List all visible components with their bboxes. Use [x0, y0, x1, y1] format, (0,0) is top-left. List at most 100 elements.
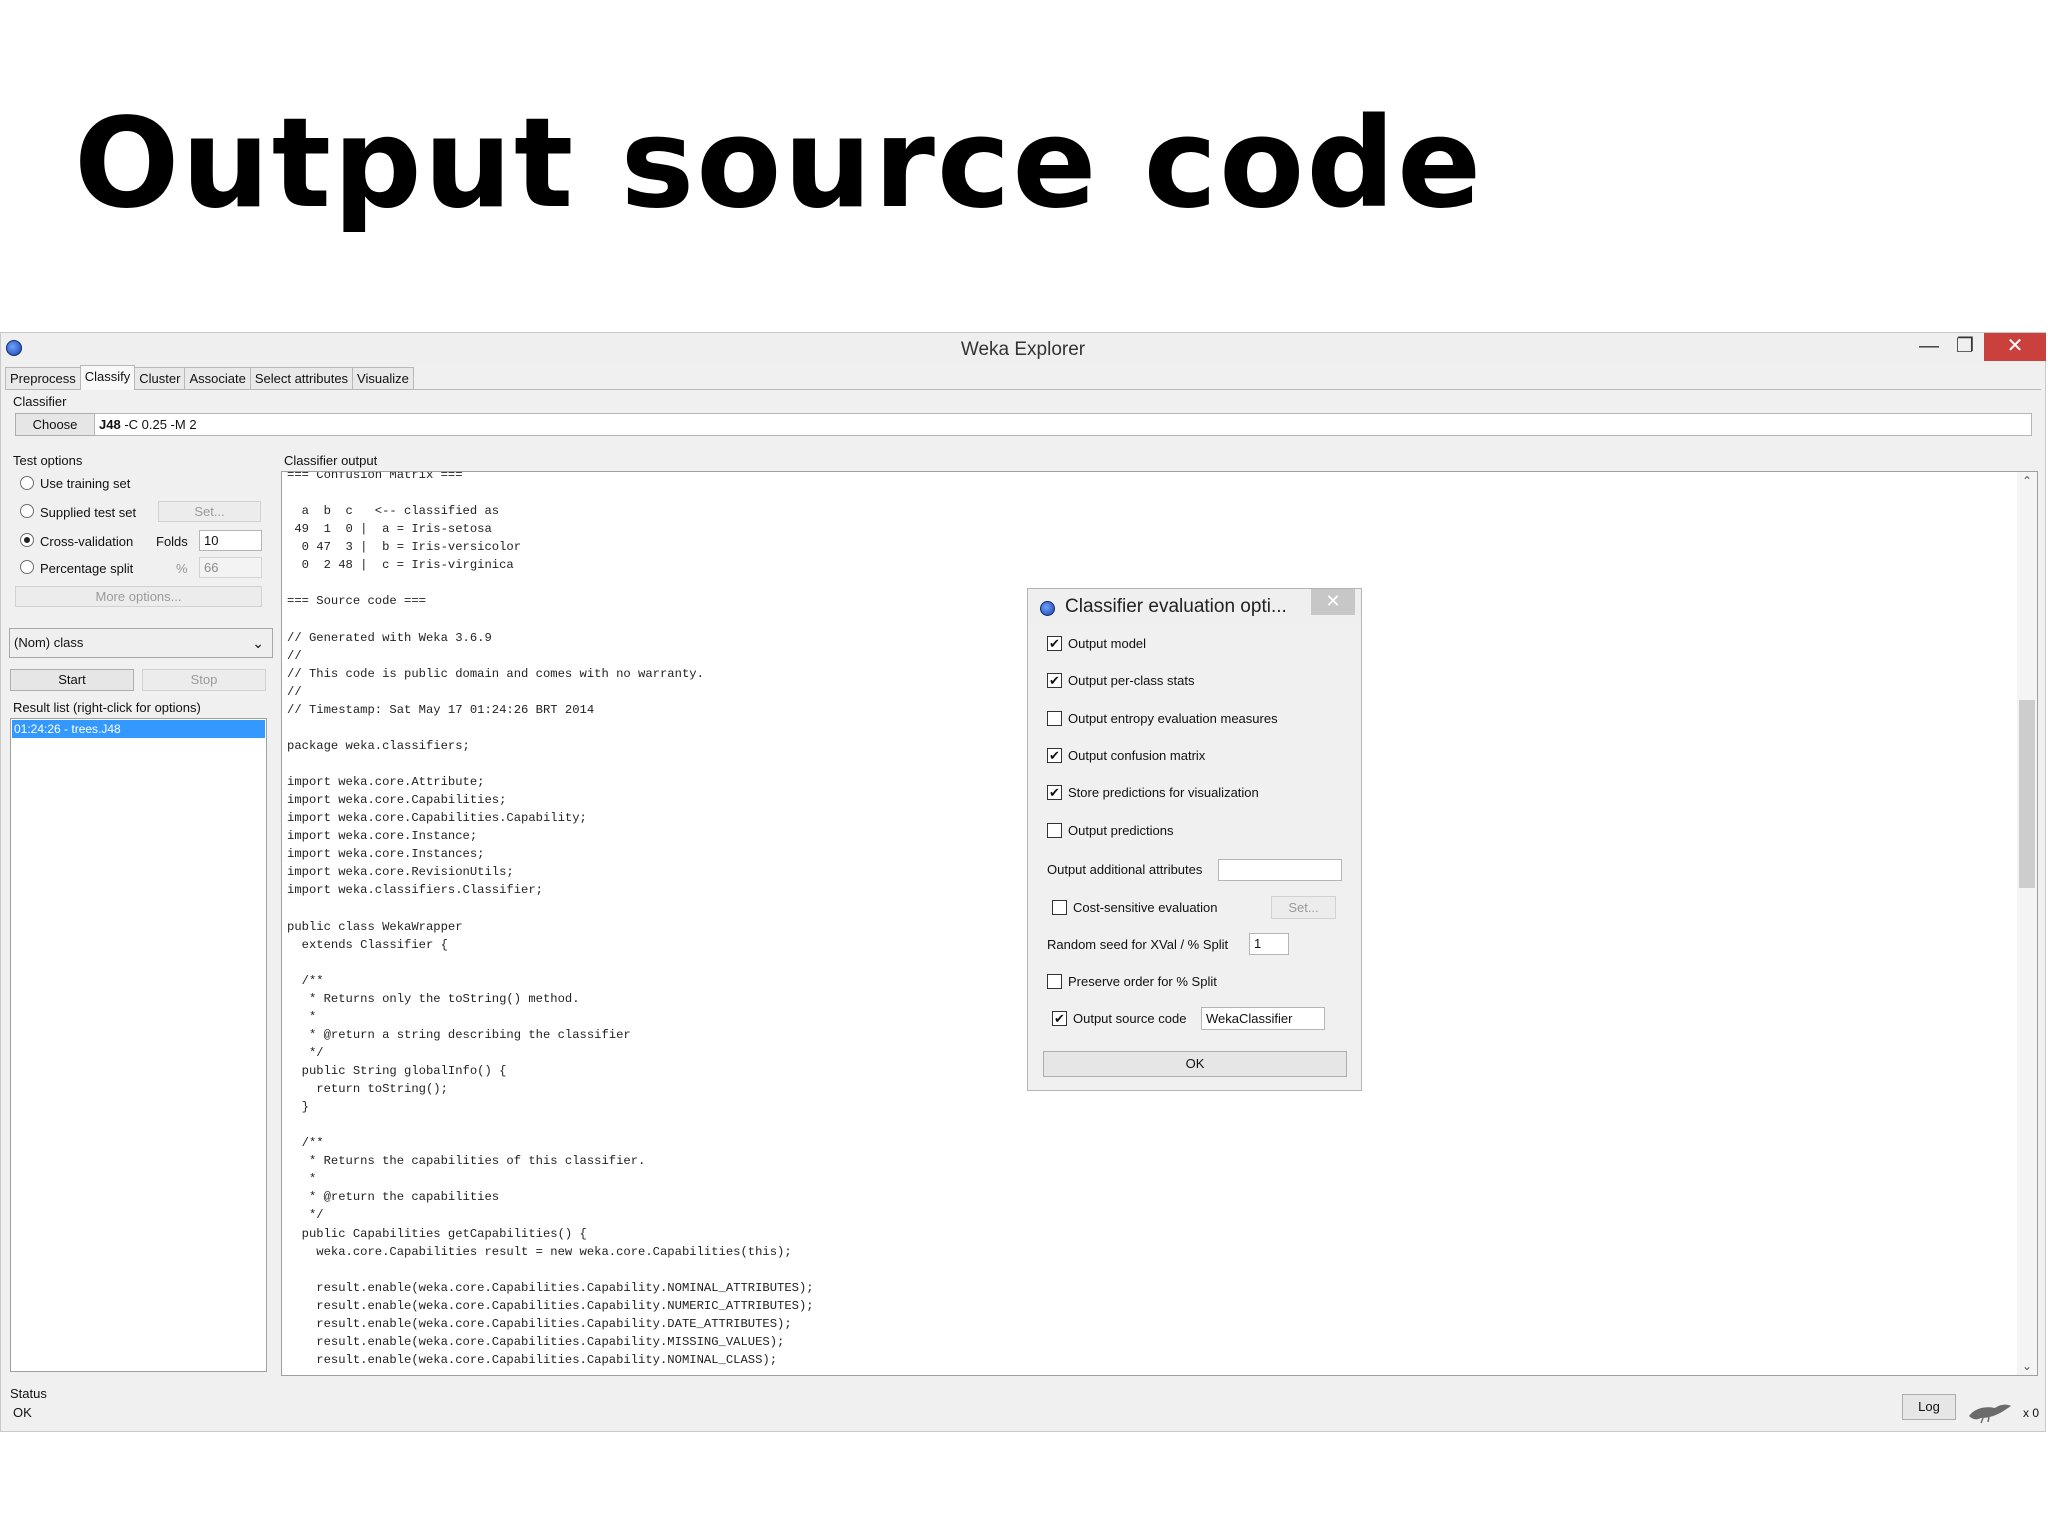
- scroll-down-icon[interactable]: ⌄: [2021, 1359, 2033, 1373]
- ok-button[interactable]: OK: [1043, 1051, 1347, 1077]
- cross-validation-radio[interactable]: [20, 533, 34, 547]
- code-line: public Capabilities getCapabilities() {: [287, 1226, 587, 1241]
- choose-classifier-button[interactable]: Choose: [15, 413, 95, 436]
- option-label: Output per-class stats: [1068, 673, 1195, 688]
- option-label: Output predictions: [1068, 823, 1174, 838]
- main-tabs: Preprocess Classify Cluster Associate Se…: [5, 365, 414, 390]
- preserve-order-label: Preserve order for % Split: [1068, 974, 1217, 989]
- stop-button[interactable]: Stop: [142, 669, 266, 691]
- option-checkbox[interactable]: [1047, 711, 1062, 726]
- tab-select-attributes[interactable]: Select attributes: [249, 367, 354, 390]
- code-line: return toString();: [287, 1082, 448, 1097]
- supplied-test-set-button[interactable]: Set...: [158, 501, 261, 522]
- folds-input[interactable]: 10: [199, 530, 262, 551]
- start-button[interactable]: Start: [10, 669, 134, 691]
- code-line: result.enable(weka.core.Capabilities.Cap…: [287, 1298, 814, 1313]
- code-line: */: [287, 1045, 324, 1060]
- option-checkbox[interactable]: ✔: [1047, 636, 1062, 651]
- option-label: Output model: [1068, 636, 1147, 651]
- output-source-code-label: Output source code: [1073, 1011, 1187, 1026]
- vertical-scrollbar[interactable]: ⌃ ⌄: [2017, 472, 2037, 1375]
- option-checkbox[interactable]: ✔: [1047, 748, 1062, 763]
- percentage-split-label: Percentage split: [40, 561, 134, 576]
- result-list[interactable]: 01:24:26 - trees.J48: [10, 718, 267, 1372]
- scroll-up-icon[interactable]: ⌃: [2021, 474, 2033, 488]
- classifier-name: J48: [99, 417, 121, 432]
- percentage-input[interactable]: 66: [199, 557, 262, 578]
- cost-matrix-set-button[interactable]: Set...: [1271, 896, 1336, 919]
- random-seed-input[interactable]: 1: [1249, 933, 1289, 955]
- slide-title: Output source code: [74, 92, 1484, 236]
- code-line: result.enable(weka.core.Capabilities.Cap…: [287, 1280, 814, 1295]
- scroll-thumb[interactable]: [2019, 700, 2035, 888]
- code-line: import weka.core.Capabilities.Capability…: [287, 811, 587, 826]
- use-training-set-label: Use training set: [40, 476, 131, 491]
- code-line: * Returns only the toString() method.: [287, 991, 580, 1006]
- folds-label: Folds: [156, 534, 188, 549]
- status-message: OK: [13, 1405, 32, 1420]
- use-training-set-radio[interactable]: [20, 476, 34, 490]
- code-line: *: [287, 1009, 317, 1024]
- classifier-config-field[interactable]: J48 -C 0.25 -M 2: [94, 413, 2032, 436]
- close-button[interactable]: ✕: [1984, 333, 2046, 361]
- option-checkbox[interactable]: [1047, 823, 1062, 838]
- chevron-down-icon: ⌄: [252, 635, 264, 651]
- cross-validation-label: Cross-validation: [40, 534, 134, 549]
- more-options-button[interactable]: More options...: [15, 586, 262, 607]
- class-attribute-value: (Nom) class: [14, 635, 84, 650]
- classifier-output-label: Classifier output: [284, 453, 378, 468]
- title-bar[interactable]: Weka Explorer — ❐ ✕: [1, 333, 2046, 365]
- tab-classify[interactable]: Classify: [79, 365, 136, 390]
- tab-visualize[interactable]: Visualize: [352, 367, 414, 390]
- window-title: Weka Explorer: [960, 339, 1086, 360]
- tab-associate[interactable]: Associate: [184, 367, 251, 390]
- dialog-title-bar[interactable]: Classifier evaluation opti... ✕: [1028, 589, 1361, 623]
- code-line: result.enable(weka.core.Capabilities.Cap…: [287, 1352, 778, 1367]
- option-label: Output entropy evaluation measures: [1068, 711, 1278, 726]
- source-code-class-input[interactable]: WekaClassifier: [1201, 1007, 1325, 1030]
- percentage-split-radio[interactable]: [20, 560, 34, 574]
- tab-preprocess[interactable]: Preprocess: [5, 367, 81, 390]
- classifier-section-label: Classifier: [13, 394, 67, 409]
- code-line: 0 2 48 | c = Iris-virginica: [287, 558, 514, 573]
- option-checkbox[interactable]: ✔: [1047, 785, 1062, 800]
- code-line: * @return the capabilities: [287, 1190, 500, 1205]
- weka-app-icon: [1040, 601, 1055, 616]
- task-count: x 0: [2023, 1406, 2040, 1420]
- code-line: import weka.core.Instances;: [287, 847, 485, 862]
- code-line: // This code is public domain and comes …: [287, 666, 704, 681]
- weka-bird-icon[interactable]: [1965, 1396, 2015, 1424]
- classifier-options: -C 0.25 -M 2: [120, 417, 197, 432]
- option-checkbox[interactable]: ✔: [1047, 673, 1062, 688]
- dialog-title: Classifier evaluation opti...: [1065, 596, 1287, 617]
- preserve-order-checkbox[interactable]: [1047, 974, 1062, 989]
- code-line: import weka.core.Capabilities;: [287, 793, 507, 808]
- status-label: Status: [10, 1386, 47, 1401]
- code-line: 49 1 0 | a = Iris-setosa: [287, 522, 492, 537]
- code-line: // Generated with Weka 3.6.9: [287, 630, 492, 645]
- minimize-button[interactable]: —: [1919, 335, 1939, 357]
- code-line: * Returns the capabilities of this class…: [287, 1154, 646, 1169]
- random-seed-label: Random seed for XVal / % Split: [1047, 937, 1229, 952]
- log-button[interactable]: Log: [1902, 1394, 1956, 1420]
- cost-sensitive-label: Cost-sensitive evaluation: [1073, 900, 1218, 915]
- additional-attributes-label: Output additional attributes: [1047, 862, 1203, 877]
- dialog-close-button[interactable]: ✕: [1311, 589, 1355, 615]
- code-line: 0 47 3 | b = Iris-versicolor: [287, 540, 522, 555]
- percent-label: %: [176, 561, 188, 576]
- code-line: extends Classifier {: [287, 937, 448, 952]
- option-label: Output confusion matrix: [1068, 748, 1206, 763]
- supplied-test-set-label: Supplied test set: [40, 505, 137, 520]
- output-source-code-checkbox[interactable]: ✔: [1052, 1011, 1067, 1026]
- tab-cluster[interactable]: Cluster: [134, 367, 186, 390]
- code-line: public String globalInfo() {: [287, 1063, 507, 1078]
- evaluation-options-dialog: Classifier evaluation opti... ✕ ✔ Output …: [1027, 588, 1362, 1091]
- code-line: weka.core.Capabilities result = new weka…: [287, 1244, 792, 1259]
- class-attribute-select[interactable]: (Nom) class ⌄: [9, 628, 273, 658]
- code-line: }: [287, 1100, 309, 1115]
- maximize-button[interactable]: ❐: [1956, 335, 1974, 357]
- additional-attributes-input[interactable]: [1218, 859, 1342, 881]
- cost-sensitive-checkbox[interactable]: [1052, 900, 1067, 915]
- result-list-item[interactable]: 01:24:26 - trees.J48: [12, 720, 265, 738]
- supplied-test-set-radio[interactable]: [20, 504, 34, 518]
